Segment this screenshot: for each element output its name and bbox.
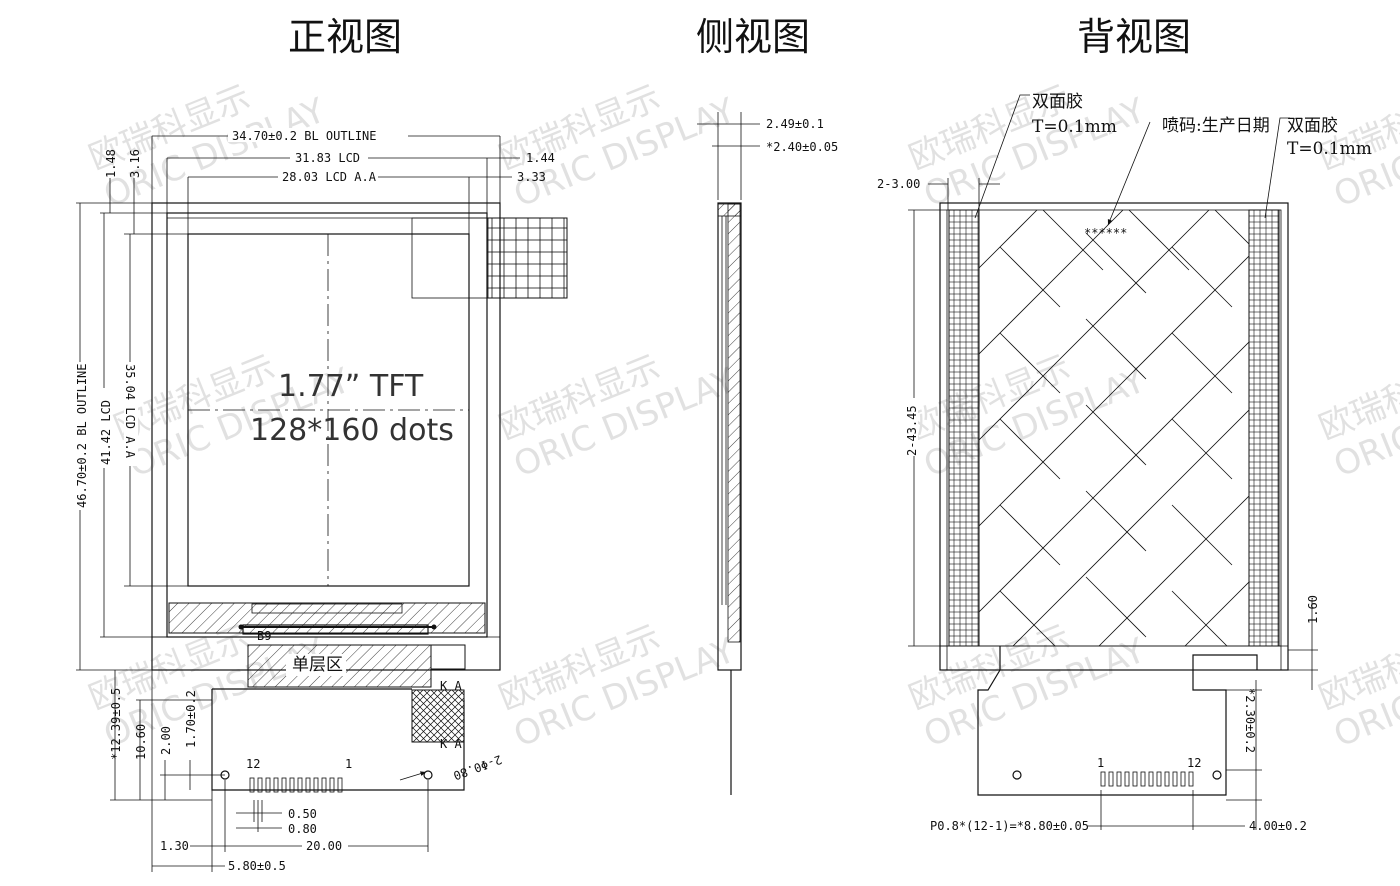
print-mark: ****** (1084, 226, 1127, 240)
led-pad-area (411, 689, 465, 743)
tape-strip-right (1248, 209, 1280, 647)
fpc-pins (249, 777, 343, 793)
dim-2-3-00: 2-3.00 (877, 177, 920, 191)
back-fpc (977, 646, 1258, 796)
tape-right-label: 双面胶 (1287, 116, 1338, 136)
dim-hole: 2-Φ0.80 (451, 752, 503, 782)
dim-bl-height: 46.70±0.2 BL OUTLINE (75, 364, 89, 509)
product-resolution: 128*160 dots (250, 413, 454, 448)
dim-0-80: 0.80 (288, 822, 317, 836)
fpc-label-b9: B9 (257, 629, 271, 643)
front-pin-1: 1 (345, 757, 352, 771)
dim-1-48: 1.48 (104, 149, 118, 178)
print-code-label: 喷码:生产日期 (1162, 116, 1270, 136)
single-layer-label: 单层区 (292, 655, 343, 675)
front-view-title: 正视图 (288, 15, 402, 59)
dim-aa-width: 28.03 LCD A.A (282, 170, 377, 184)
dim-1-30: 1.30 (160, 839, 189, 853)
dim-1-60: 1.60 (1306, 595, 1320, 624)
led-label-ka-top: K A (440, 679, 462, 693)
dim-thickness-total: 2.49±0.1 (766, 117, 824, 131)
back-view: ****** 双面胶 T=0.1mm 双面胶 T=0.1mm 喷码:生产日期 2… (877, 92, 1372, 833)
dim-aa-height: 35.04 LCD A.A (123, 364, 137, 459)
dim-5-80: 5.80±0.5 (228, 859, 286, 873)
dim-10-60: 10.60 (134, 724, 148, 760)
tape-strip-left (948, 209, 980, 647)
dim-lcd-width: 31.83 LCD (295, 151, 360, 165)
dim-2-30: *2.30±0.2 (1243, 688, 1257, 753)
dim-lcd-height: 41.42 LCD (99, 400, 113, 465)
dim-2-00: 2.00 (159, 726, 173, 755)
led-label-ka-bottom: K A (440, 737, 462, 751)
side-body (717, 202, 742, 671)
dim-20-00: 20.00 (306, 839, 342, 853)
product-size: 1.77” TFT (278, 369, 424, 404)
dim-1-70: 1.70±0.2 (184, 690, 198, 748)
dim-3-16: 3.16 (128, 149, 142, 178)
dim-0-50: 0.50 (288, 807, 317, 821)
back-herringbone (979, 210, 1249, 646)
back-pins (1100, 771, 1194, 787)
dim-bl-width: 34.70±0.2 BL OUTLINE (232, 129, 377, 143)
tape-right-thickness: T=0.1mm (1287, 139, 1372, 159)
front-view: 1.77” TFT 128*160 dots B9 单层区 K A K A 12… (74, 128, 568, 873)
dim-12-39: *12.39±0.5 (109, 688, 123, 760)
back-pin-1: 1 (1097, 756, 1104, 770)
side-view-title: 侧视图 (696, 15, 810, 59)
dim-2-43-45: 2-43.45 (905, 405, 919, 456)
back-pin-12: 12 (1187, 756, 1201, 770)
side-view: 2.49±0.1 *2.40±0.05 (697, 112, 838, 795)
back-view-title: 背视图 (1077, 15, 1191, 59)
tape-left-thickness: T=0.1mm (1032, 117, 1117, 137)
back-outline (939, 202, 1289, 671)
front-pin-12: 12 (246, 757, 260, 771)
tape-left-label: 双面胶 (1032, 92, 1083, 112)
dim-3-33: 3.33 (517, 170, 546, 184)
dim-pitch: P0.8*(12-1)=*8.80±0.05 (930, 819, 1089, 833)
dim-1-44: 1.44 (526, 151, 555, 165)
dim-4-00: 4.00±0.2 (1249, 819, 1307, 833)
dim-thickness-lcd: *2.40±0.05 (766, 140, 838, 154)
